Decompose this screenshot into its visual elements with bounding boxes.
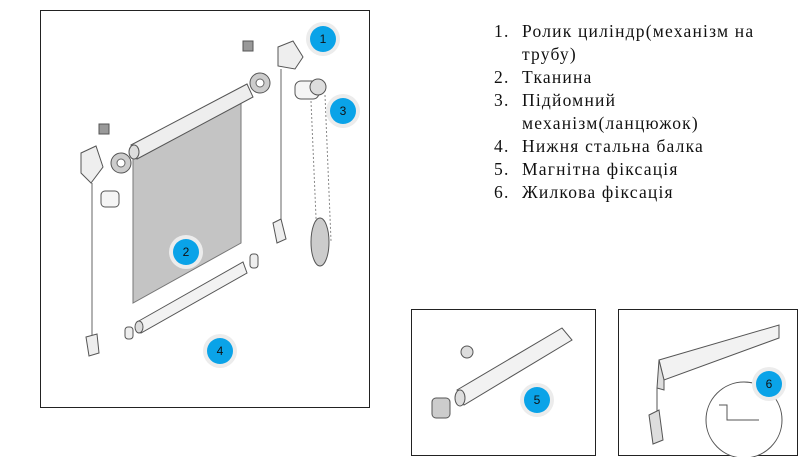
main-diagram-panel <box>40 10 370 408</box>
chain-weight <box>310 217 330 267</box>
legend-text: Жилкова фіксація <box>522 182 674 202</box>
badge-4: 4 <box>207 338 233 364</box>
legend-number: 1. <box>494 21 510 41</box>
legend-item: 6. Жилкова фіксація <box>494 181 762 204</box>
badge-2: 2 <box>173 239 199 265</box>
legend-item: 5. Магнітна фіксація <box>494 158 762 181</box>
parts-legend: 1. Ролик циліндр(механізм на трубу) 2. Тка… <box>494 20 762 204</box>
legend-text: Підйомний механізм(ланцюжок) <box>522 90 699 133</box>
legend-text: Ролик циліндр(механізм на трубу) <box>522 21 755 64</box>
legend-item: 3. Підйомний механізм(ланцюжок) <box>494 89 762 135</box>
legend-text: Тканина <box>522 67 593 87</box>
badge-5: 5 <box>524 387 550 413</box>
legend-text: Нижня стальна балка <box>522 136 705 156</box>
legend-number: 4. <box>494 136 510 156</box>
line-fixation-drawing <box>648 324 783 457</box>
legend-number: 3. <box>494 90 510 110</box>
legend-text: Магнітна фіксація <box>522 159 679 179</box>
legend-number: 5. <box>494 159 510 179</box>
badge-6: 6 <box>756 371 782 397</box>
roller-blind-exploded-view <box>80 40 332 357</box>
legend-item: 4. Нижня стальна балка <box>494 135 762 158</box>
magnetic-fixation-panel <box>411 309 596 456</box>
legend-number: 6. <box>494 182 510 202</box>
legend-number: 2. <box>494 67 510 87</box>
magnetic-fixation-drawing <box>431 327 573 419</box>
badge-1: 1 <box>310 26 336 52</box>
legend-item: 2. Тканина <box>494 66 762 89</box>
legend-item: 1. Ролик циліндр(механізм на трубу) <box>494 20 762 66</box>
badge-3: 3 <box>330 98 356 124</box>
